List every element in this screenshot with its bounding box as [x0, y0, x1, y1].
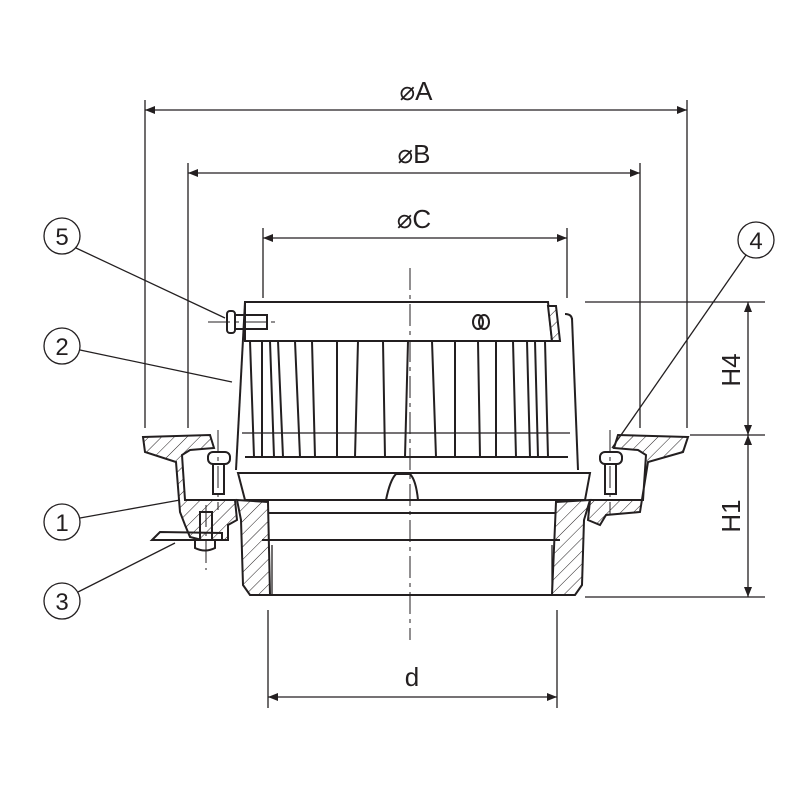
dimension-c-label: ⌀C: [397, 204, 431, 234]
dimension-d-label: d: [405, 662, 419, 692]
callout-5: 5: [43, 217, 226, 319]
dimension-b-label: ⌀B: [398, 139, 431, 169]
drain-body: [141, 433, 690, 596]
callout-1: 1: [43, 499, 181, 541]
svg-text:2: 2: [55, 334, 68, 361]
callout-2: 2: [43, 327, 233, 383]
dimension-h4-label: H4: [716, 353, 746, 386]
dimension-b: ⌀B: [187, 139, 641, 428]
svg-text:3: 3: [55, 589, 68, 616]
bolt-right: [599, 430, 623, 515]
dimension-a-label: ⌀A: [400, 76, 434, 106]
dimension-c: ⌀C: [262, 204, 568, 298]
dimension-a: ⌀A: [144, 76, 688, 428]
callout-4: 4: [611, 221, 775, 449]
dimension-h4: H4: [585, 301, 765, 436]
clamp-3: [149, 505, 223, 570]
dimension-h1-label: H1: [716, 499, 746, 532]
dome-grate: [235, 301, 579, 471]
dimension-d: d: [267, 610, 558, 708]
svg-text:1: 1: [55, 510, 68, 537]
screw-5: [208, 310, 280, 334]
svg-text:5: 5: [55, 224, 68, 251]
bolt-left: [207, 430, 231, 510]
callout-3: 3: [43, 542, 176, 620]
dimension-h1: H1: [585, 435, 765, 598]
svg-text:4: 4: [749, 228, 762, 255]
